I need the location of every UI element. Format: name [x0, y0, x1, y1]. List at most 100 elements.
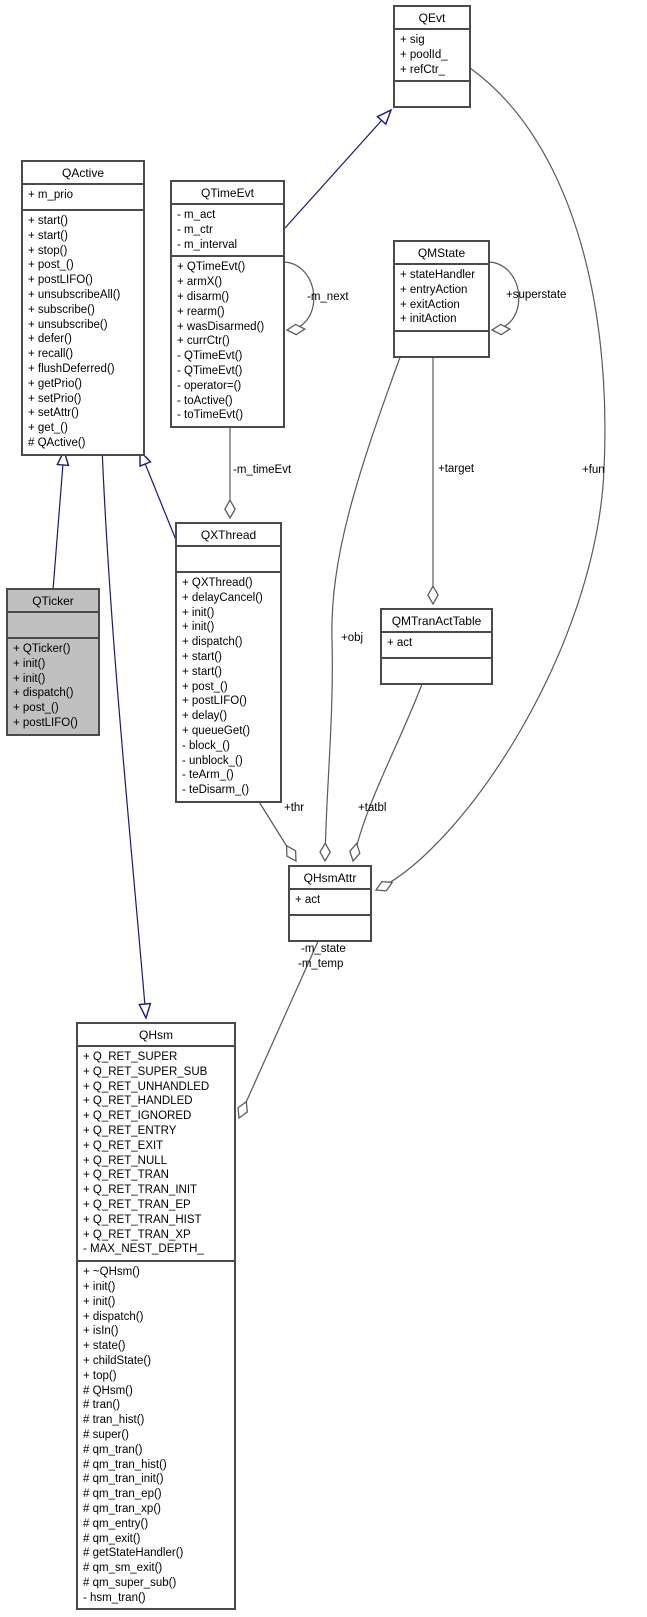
- class-member: # QActive(): [28, 436, 86, 449]
- class-attributes-qhsm: + Q_RET_SUPER + Q_RET_SUPER_SUB + Q_RET_UN…: [78, 1045, 234, 1260]
- class-box-qmtranacttable[interactable]: QMTranActTable + act: [380, 608, 493, 685]
- class-member: + Q_RET_TRAN: [83, 1169, 169, 1182]
- class-member: + dispatch(): [13, 687, 74, 700]
- class-member: + Q_RET_SUPER: [83, 1051, 178, 1063]
- class-member: + setPrio(): [28, 392, 82, 405]
- class-member: - MAX_NEST_DEPTH_: [83, 1243, 204, 1256]
- class-methods-qactive: + start()+ start()+ stop()+ post_()+ pos…: [23, 209, 143, 454]
- class-attributes-qtimeevt: - m_act - m_ctr - m_interval: [172, 203, 283, 255]
- class-member: + childState(): [83, 1354, 152, 1367]
- class-member: # tran(): [83, 1399, 121, 1412]
- class-member: - unblock_(): [182, 754, 243, 767]
- class-member: + entryAction: [400, 283, 468, 296]
- edge-label-obj: +obj: [341, 632, 363, 644]
- class-member: + Q_RET_IGNORED: [83, 1110, 192, 1123]
- edge-thr: [255, 796, 297, 863]
- class-member: + Q_RET_UNHANDLED: [83, 1080, 210, 1093]
- class-member: + state(): [83, 1340, 126, 1353]
- class-member: + Q_RET_TRAN_XP: [83, 1228, 191, 1241]
- class-box-qhsmattr[interactable]: QHsmAttr + act: [288, 865, 372, 942]
- class-member: + init(): [13, 657, 46, 670]
- class-title-qactive: QActive: [61, 166, 104, 180]
- class-member: + init(): [83, 1280, 116, 1293]
- class-title-qhsm: QHsm: [139, 1028, 173, 1042]
- class-member: + isIn(): [83, 1325, 119, 1338]
- class-member: + act: [387, 637, 413, 649]
- class-member: - teDisarm_(): [182, 784, 250, 797]
- edge-fun: [374, 67, 606, 892]
- edge-label-thr: +thr: [284, 802, 304, 814]
- class-member: # qm_super_sub(): [83, 1576, 177, 1589]
- class-attributes-qhsmattr: + act: [290, 888, 370, 914]
- class-title-qevt: QEvt: [418, 11, 446, 25]
- class-member: + exitAction: [400, 298, 460, 311]
- class-member: + m_prio: [28, 189, 74, 201]
- class-methods-qxthread: + QXThread()+ delayCancel()+ init()+ ini…: [177, 571, 280, 801]
- class-member: + start(): [28, 215, 68, 227]
- class-member: + rearm(): [177, 305, 225, 318]
- class-member: + queueGet(): [182, 724, 251, 737]
- class-member: + QTimeEvt(): [177, 261, 246, 274]
- class-member: # qm_sm_exit(): [83, 1562, 163, 1575]
- class-box-qevt[interactable]: QEvt + sig+ poolId_+ refCtr_: [393, 5, 471, 109]
- class-member: # QHsm(): [83, 1384, 133, 1397]
- class-member: - block_(): [182, 739, 230, 752]
- class-methods-qtimeevt: + QTimeEvt() + armX()+ disarm() + rearm() +…: [172, 255, 283, 426]
- class-box-qticker[interactable]: QTicker + QTicker()+ init()+ init()+ dis…: [6, 588, 100, 736]
- class-box-qhsm[interactable]: QHsm + Q_RET_SUPER+ Q_RET_SUPER_SUB+ Q_R…: [76, 1022, 236, 1611]
- class-methods-qticker: + QTicker()+ init()+ init()+ dispatch()+…: [8, 637, 98, 734]
- class-member: - m_interval: [177, 238, 238, 251]
- class-member: + Q_RET_SUPER_SUB: [83, 1065, 208, 1078]
- class-member: + Q_RET_NULL: [83, 1154, 168, 1167]
- class-member: + init(): [182, 621, 215, 634]
- class-member: + postLIFO(): [28, 274, 93, 287]
- class-member: - QTimeEvt(): [177, 350, 243, 363]
- class-box-qactive[interactable]: QActive + m_prio + start()+ start()+ sto…: [21, 160, 145, 456]
- class-box-qtimeevt[interactable]: QTimeEvt - m_act- m_ctr- m_interval + QT…: [170, 180, 285, 429]
- edge-self-superstate: [489, 261, 520, 336]
- class-member: + poolId_: [400, 48, 448, 61]
- class-methods-qhsmattr: [290, 914, 370, 940]
- class-attributes-qxthread: [177, 545, 280, 571]
- edge-label-tatbl: +tatbl: [358, 802, 386, 814]
- class-member: + post_(): [182, 680, 228, 693]
- class-member: + wasDisarmed(): [177, 320, 265, 333]
- edge-obj: [319, 351, 403, 863]
- class-member: + armX(): [177, 276, 223, 289]
- class-member: # qm_exit(): [83, 1532, 141, 1545]
- class-member: # tran_hist(): [83, 1414, 145, 1427]
- class-member: + stop(): [28, 244, 68, 257]
- edge-label-m-timeevt: -m_timeEvt: [233, 464, 292, 476]
- class-box-qxthread[interactable]: QXThread + QXThread()+ delayCancel()+ in…: [175, 522, 282, 803]
- class-member: + unsubscribe(): [28, 318, 108, 331]
- class-member: + defer(): [28, 333, 72, 346]
- class-member: + delayCancel(): [182, 591, 263, 604]
- class-methods-qevt: [395, 80, 469, 106]
- class-attributes-qactive: + m_prio: [23, 183, 143, 209]
- class-member: - toActive(): [177, 394, 233, 407]
- class-attributes-qevt: + sig+ poolId_+ refCtr_: [395, 28, 469, 80]
- class-member: - m_ctr: [177, 223, 213, 236]
- class-member: + post_(): [13, 702, 59, 715]
- class-member: - teArm_(): [182, 769, 234, 782]
- class-member: # qm_tran_xp(): [83, 1502, 161, 1515]
- class-member: - m_act: [177, 209, 216, 221]
- class-member: - operator=(): [177, 379, 242, 392]
- class-member: + init(): [182, 606, 215, 619]
- class-member: + disarm(): [177, 290, 230, 303]
- class-member: + setAttr(): [28, 407, 79, 420]
- class-member: + currCtr(): [177, 335, 230, 348]
- class-member: + Q_RET_EXIT: [83, 1139, 164, 1152]
- class-title-qticker: QTicker: [32, 594, 74, 608]
- edge-self-m-next: [284, 261, 315, 336]
- class-member: # qm_tran_hist(): [83, 1458, 167, 1471]
- class-title-qmtranacttable: QMTranActTable: [391, 614, 482, 628]
- class-member: # qm_tran_ep(): [83, 1488, 162, 1501]
- class-methods-qmtranacttable: [382, 657, 491, 683]
- edge-tatbl: [349, 675, 426, 863]
- class-box-qmstate[interactable]: QMState + stateHandler+ entryAction+ exi…: [393, 240, 490, 359]
- class-member: + flushDeferred(): [28, 362, 115, 375]
- class-attributes-qmstate: + stateHandler+ entryAction+ exitAction+…: [395, 263, 488, 330]
